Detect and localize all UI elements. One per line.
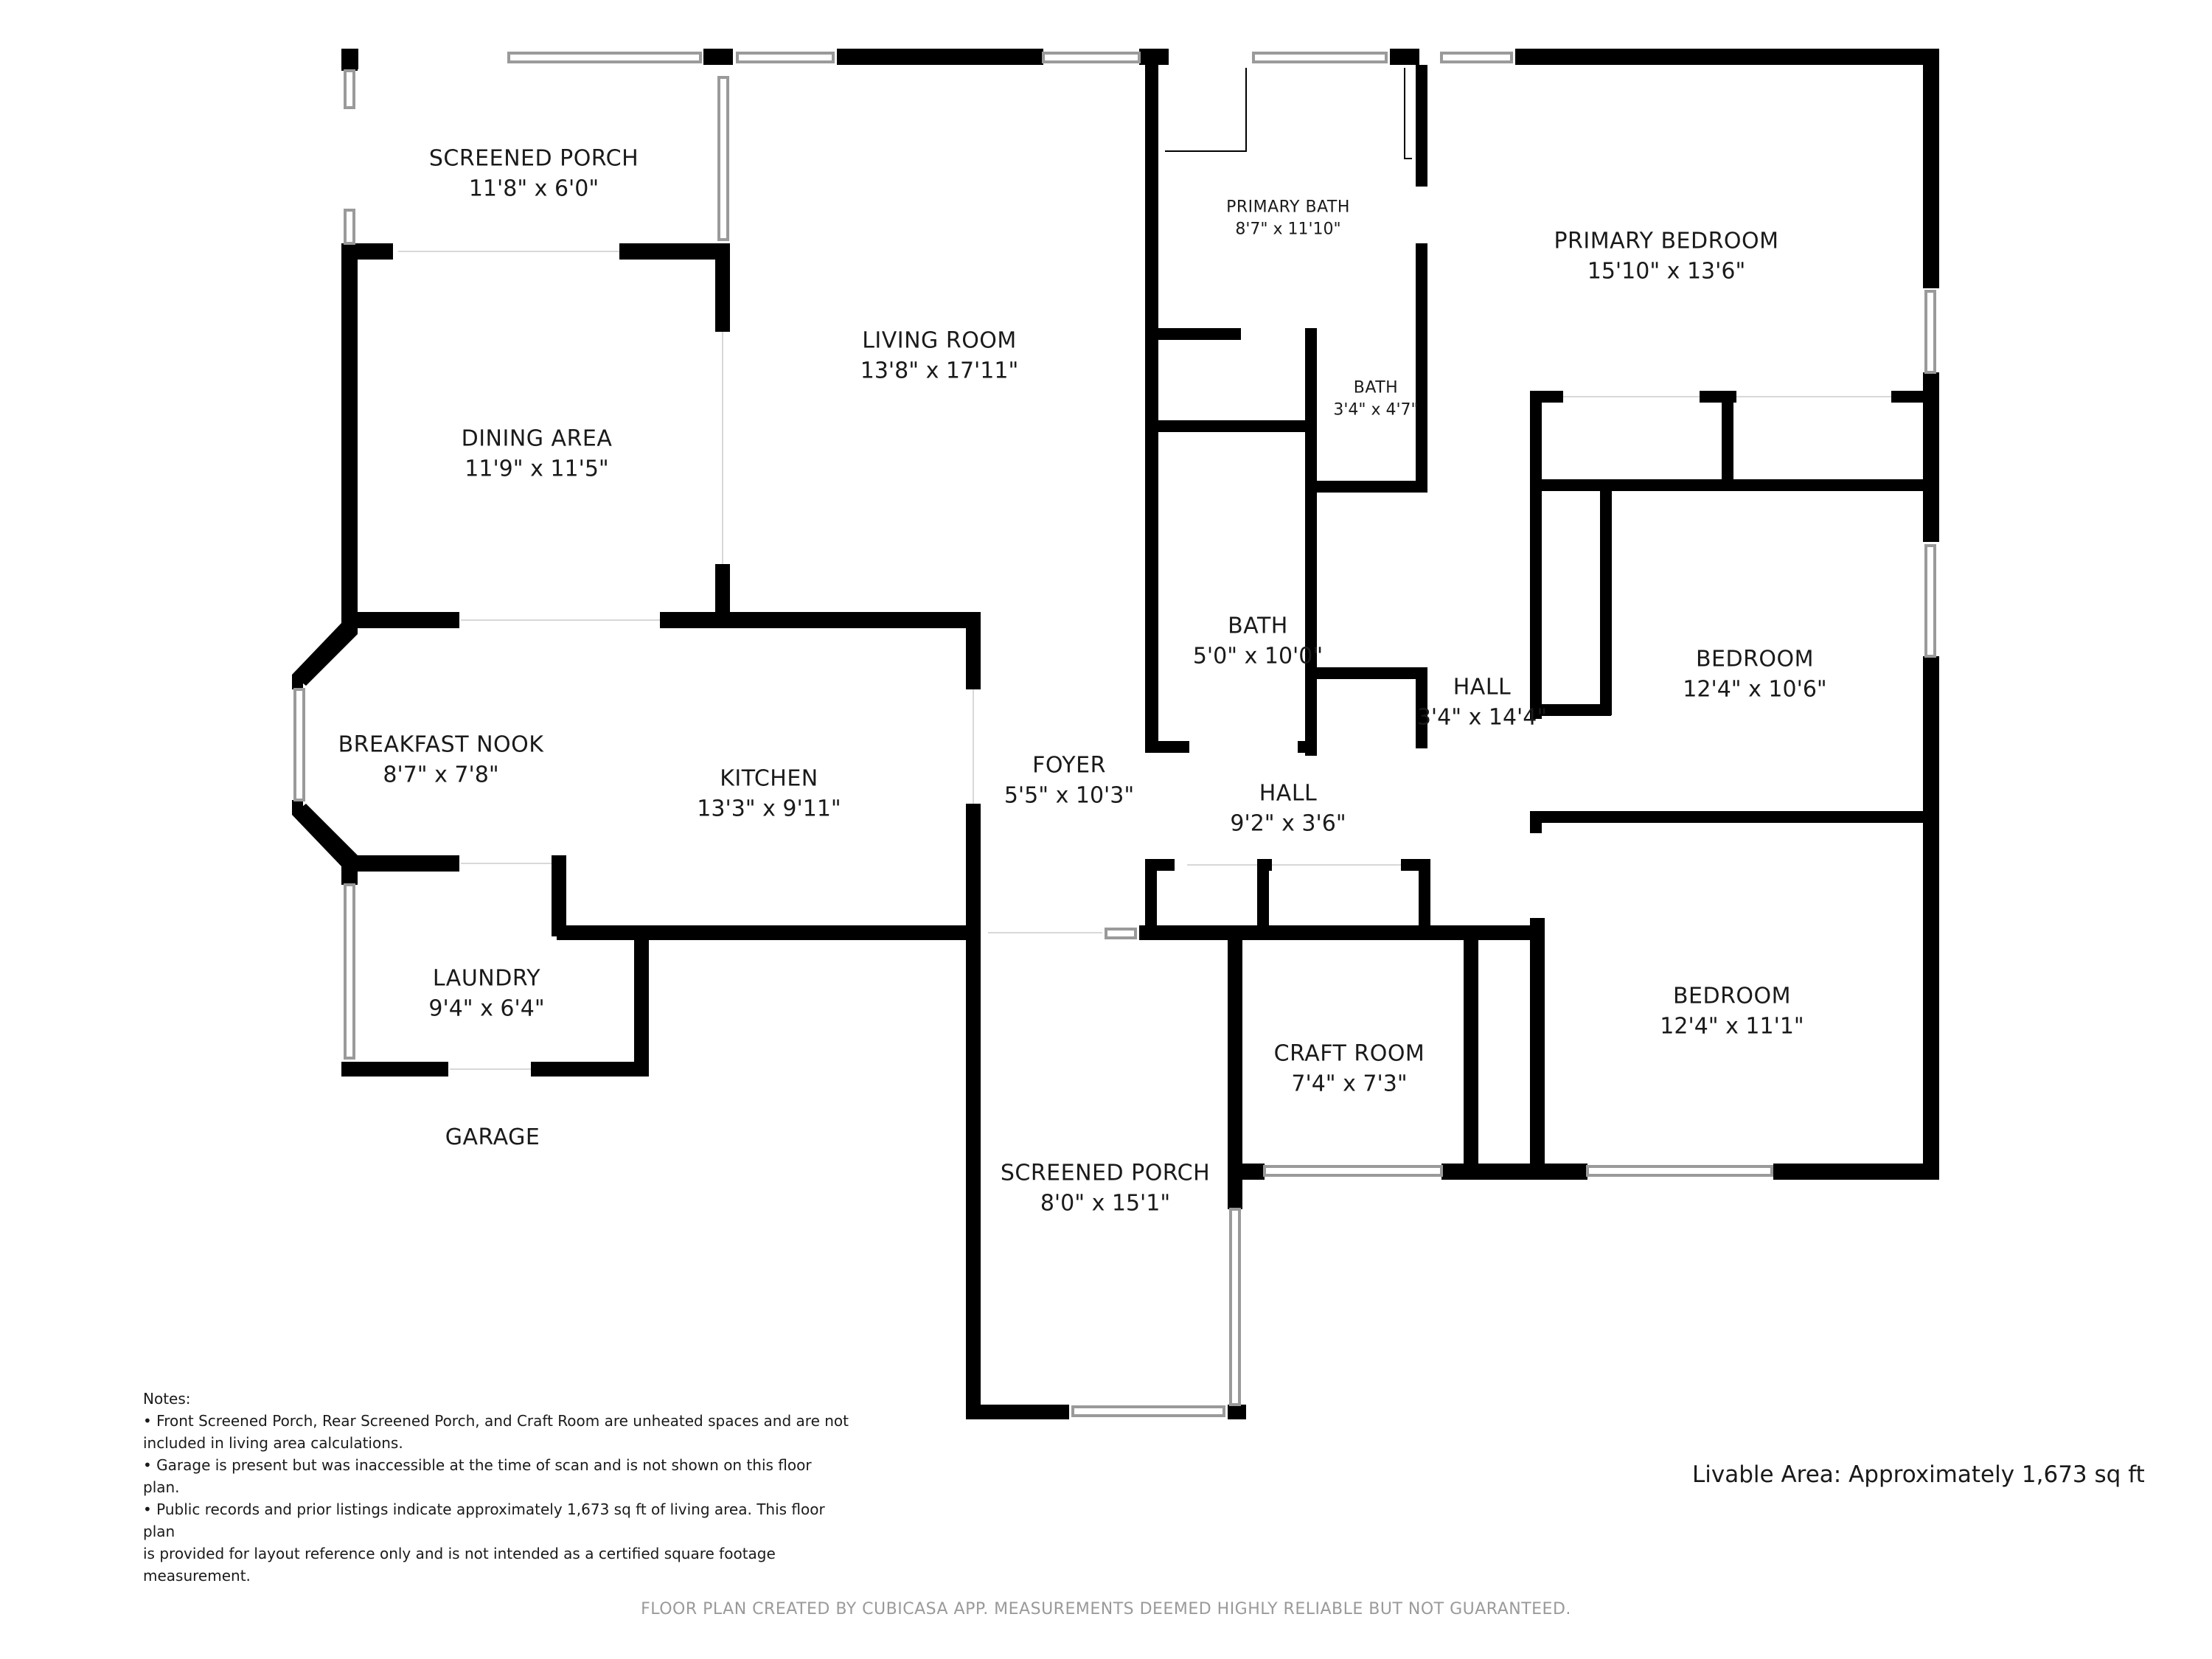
room-dimensions: 3'4" x 14'4" [1416, 704, 1548, 731]
room-name: SCREENED PORCH [428, 145, 639, 172]
windows [293, 52, 1936, 1417]
room-name: LAUNDRY [432, 965, 541, 992]
room-primary-bedroom: PRIMARY BEDROOM 15'10" x 13'6" [1554, 229, 1778, 288]
room-craft-room: CRAFT ROOM 7'4" x 7'3" [1274, 1041, 1425, 1101]
notes-line: is provided for layout reference only an… [143, 1545, 776, 1562]
room-name: PRIMARY BATH [1226, 198, 1350, 217]
room-foyer: FOYER 5'5" x 10'3" [1004, 753, 1134, 813]
room-living-room: LIVING ROOM 13'8" x 17'11" [860, 328, 1019, 388]
room-hall-horizontal: HALL 9'2" x 3'6" [1230, 781, 1346, 841]
room-name: HALL [1453, 674, 1512, 700]
room-dimensions: 5'5" x 10'3" [1004, 782, 1135, 809]
footer-disclaimer: FLOOR PLAN CREATED BY CUBICASA APP. MEAS… [641, 1600, 1571, 1618]
room-dimensions: 15'10" x 13'6" [1587, 258, 1746, 285]
room-laundry: LAUNDRY 9'4" x 6'4" [428, 966, 544, 1026]
notes-heading: Notes: [143, 1390, 191, 1408]
room-kitchen: KITCHEN 13'3" x 9'11" [697, 766, 841, 826]
room-dimensions: 13'3" x 9'11" [697, 796, 841, 822]
room-name: BREAKFAST NOOK [338, 731, 544, 758]
interior-walls [1145, 65, 1939, 940]
notes-line: • Public records and prior listings indi… [143, 1500, 825, 1540]
wall-gaps [398, 251, 1891, 1070]
room-name: BATH [1353, 378, 1399, 397]
room-dimensions: 12'4" x 11'1" [1660, 1013, 1804, 1040]
room-garage: GARAGE [445, 1124, 540, 1151]
room-name: BEDROOM [1695, 646, 1815, 672]
room-dimensions: 7'4" x 7'3" [1291, 1071, 1408, 1097]
room-name: SCREENED PORCH [1000, 1160, 1211, 1186]
room-dimensions: 11'9" x 11'5" [465, 456, 609, 482]
room-name: CRAFT ROOM [1273, 1040, 1425, 1067]
room-name: PRIMARY BEDROOM [1554, 228, 1779, 254]
room-dimensions: 8'7" x 11'10" [1235, 220, 1341, 239]
room-dimensions: 5'0" x 10'0" [1192, 643, 1324, 669]
room-dimensions: 9'2" x 3'6" [1230, 810, 1346, 837]
room-name: LIVING ROOM [862, 327, 1017, 354]
room-bedroom-upper: BEDROOM 12'4" x 10'6" [1683, 647, 1826, 706]
room-dining-area: DINING AREA 11'9" x 11'5" [462, 426, 613, 486]
room-bedroom-lower: BEDROOM 12'4" x 11'1" [1660, 984, 1804, 1043]
notes-line: included in living area calculations. [143, 1434, 403, 1452]
room-screened-porch-rear: SCREENED PORCH 11'8" x 6'0" [429, 146, 639, 206]
room-screened-porch-front: SCREENED PORCH 8'0" x 15'1" [1001, 1161, 1210, 1220]
room-name: FOYER [1032, 752, 1106, 779]
room-name: HALL [1259, 780, 1318, 807]
room-name: KITCHEN [720, 765, 818, 792]
room-dimensions: 3'4" x 4'7" [1333, 400, 1419, 420]
room-bath-small: BATH 3'4" x 4'7" [1333, 378, 1418, 422]
room-dimensions: 11'8" x 6'0" [468, 175, 599, 202]
room-hall-vertical: HALL 3'4" x 14'4" [1417, 675, 1547, 734]
notes-line: • Front Screened Porch, Rear Screened Po… [143, 1412, 849, 1430]
room-bath: BATH 5'0" x 10'0" [1193, 613, 1323, 673]
room-name: BEDROOM [1672, 983, 1792, 1009]
room-dimensions: 12'4" x 10'6" [1683, 676, 1827, 703]
notes-line: • Garage is present but was inaccessible… [143, 1456, 812, 1496]
room-breakfast-nook: BREAKFAST NOOK 8'7" x 7'8" [338, 732, 544, 792]
room-primary-bath: PRIMARY BATH 8'7" x 11'10" [1226, 198, 1350, 241]
room-dimensions: 8'0" x 15'1" [1040, 1190, 1171, 1217]
notes-line: measurement. [143, 1567, 251, 1585]
room-dimensions: 13'8" x 17'11" [860, 358, 1019, 384]
room-name: DINING AREA [461, 425, 613, 452]
room-dimensions: 8'7" x 7'8" [383, 762, 499, 788]
room-name: BATH [1228, 613, 1288, 639]
room-name: GARAGE [445, 1124, 540, 1150]
livable-area: Livable Area: Approximately 1,673 sq ft [1692, 1461, 2145, 1488]
room-dimensions: 9'4" x 6'4" [428, 995, 545, 1022]
plan-notes: Notes: • Front Screened Porch, Rear Scre… [143, 1388, 851, 1587]
primary-bath-fixture [1165, 68, 1412, 159]
exterior-walls [292, 49, 1939, 1419]
